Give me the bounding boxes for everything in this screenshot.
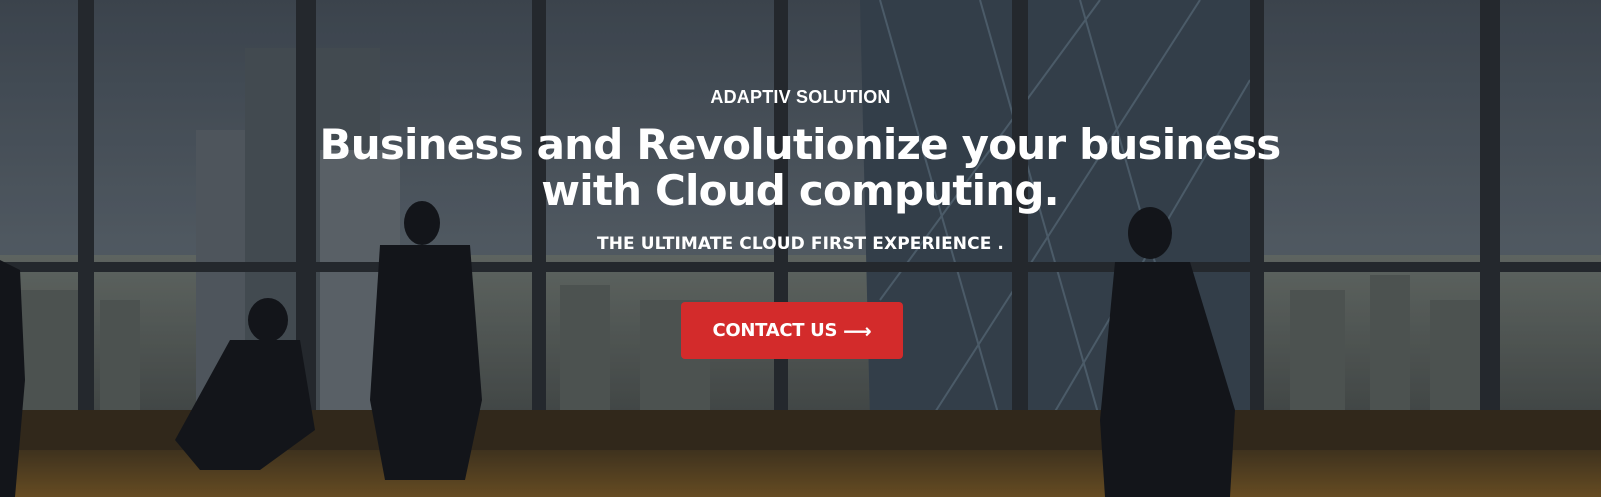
hero-headline: Business and Revolutionize your business… — [300, 122, 1300, 214]
hero-tagline: THE ULTIMATE CLOUD FIRST EXPERIENCE . — [597, 234, 1004, 254]
contact-us-button[interactable]: CONTACT US ⟶ — [681, 302, 903, 359]
hero-headline-line-1: Business and Revolutionize your business — [319, 120, 1282, 169]
contact-us-label: CONTACT US — [712, 320, 838, 341]
arrow-right-icon: ⟶ — [843, 318, 872, 343]
hero-headline-line-2: with Cloud computing. — [541, 166, 1059, 215]
hero-eyebrow: ADAPTIV SOLUTION — [710, 87, 891, 107]
